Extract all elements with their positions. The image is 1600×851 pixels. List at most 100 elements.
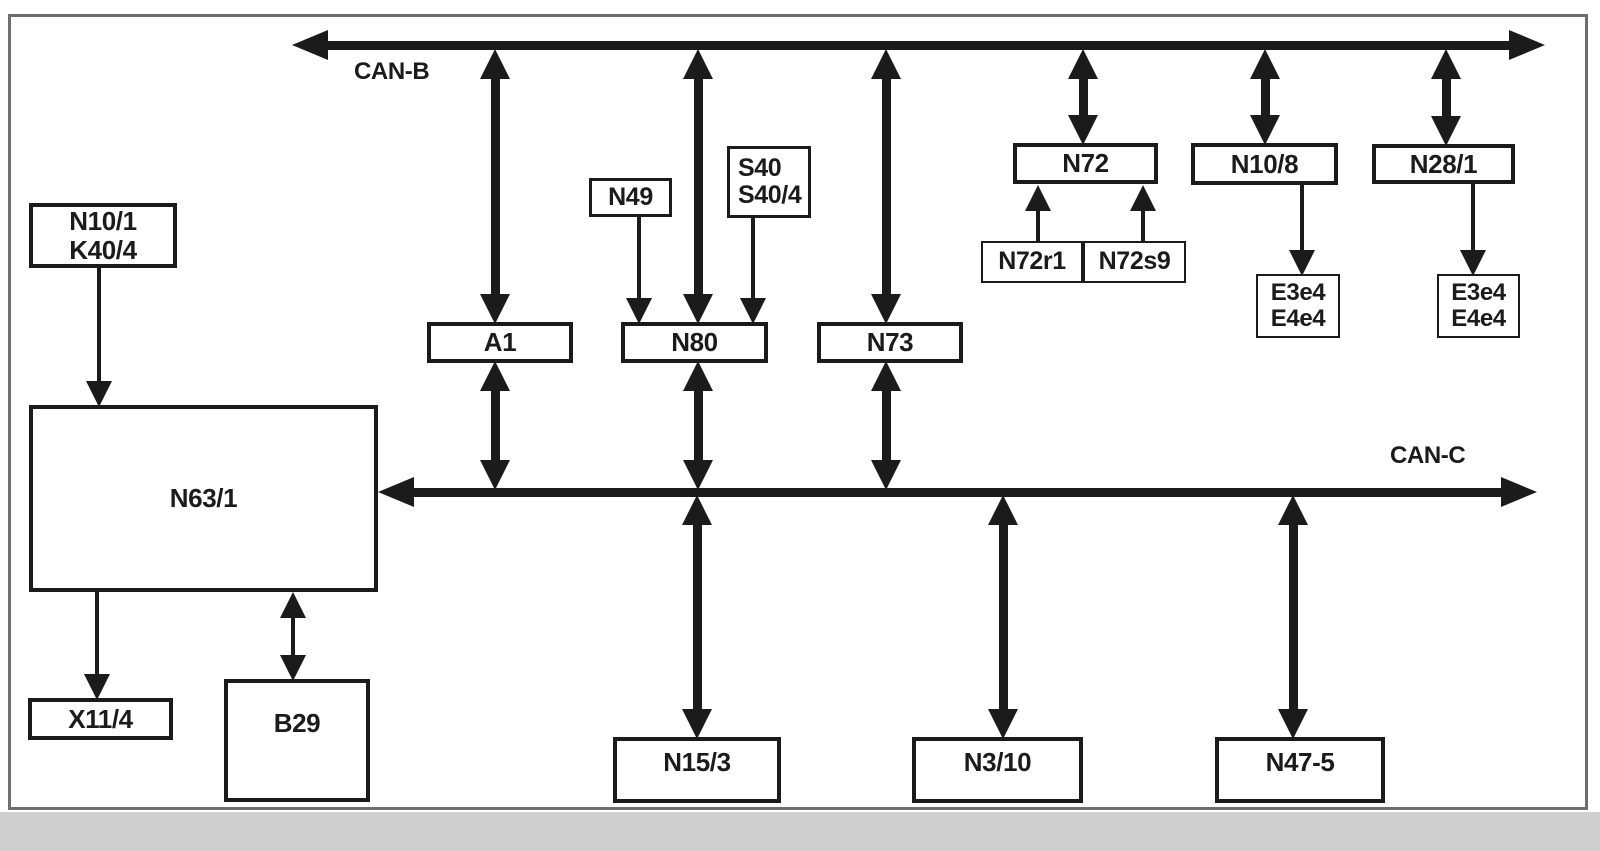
arrow-s40-to-n80-line — [751, 218, 755, 300]
node-label-a1-line0: A1 — [483, 327, 517, 358]
node-label-e3e4-e4e4-left-line0: E3e4 — [1270, 278, 1326, 306]
connector-canc-n3-10-head-down — [988, 709, 1018, 739]
connector-canb-a1-head-up — [480, 49, 510, 79]
node-n3-10: N3/10 — [912, 737, 1083, 803]
arrow-n63-1-b29-head-up — [280, 592, 306, 618]
arrow-n63-1-to-x11-4-line — [95, 592, 99, 676]
node-n72: N72 — [1013, 143, 1158, 184]
connector-canb-n80-head-down — [683, 294, 713, 324]
node-label-n72-line0: N72 — [1062, 148, 1109, 179]
connector-canc-n47-5-head-down — [1278, 709, 1308, 739]
node-b29: B29 — [224, 679, 370, 802]
node-a1: A1 — [427, 322, 573, 363]
node-label-s40-s40-4-line0: S40 — [738, 153, 782, 182]
connector-canb-n10-8-head-up — [1250, 49, 1280, 79]
arrow-n10-1-to-n63-1-line — [97, 268, 101, 383]
node-label-n72r1-line0: N72r1 — [998, 247, 1066, 276]
connector-canb-n72-bar — [1079, 76, 1088, 118]
node-label-x11-4-line0: X11/4 — [68, 703, 133, 734]
node-n72s9: N72s9 — [1083, 241, 1186, 283]
arrow-n10-1-to-n63-1-head-down — [86, 381, 112, 407]
node-x11-4: X11/4 — [28, 698, 173, 740]
bus-label-can-b: CAN-B — [354, 58, 430, 85]
connector-n73-canc-bar — [882, 388, 891, 463]
node-label-b29-line0: B29 — [273, 708, 321, 738]
node-label-n10-1-k40-4-line0: N10/1 — [69, 205, 137, 236]
connector-a1-canc-head-down — [480, 460, 510, 490]
node-label-n49-line0: N49 — [608, 182, 653, 211]
arrow-n72s9-to-n72-head-up — [1130, 185, 1156, 211]
node-label-n10-8-line0: N10/8 — [1230, 148, 1299, 179]
bus-line-can-c — [411, 488, 1504, 497]
bus-line-can-b — [325, 41, 1512, 50]
bus-arrow-right-can-c — [1501, 477, 1537, 507]
bus-arrow-right-can-b — [1509, 30, 1545, 60]
arrow-n63-1-b29-head-down — [280, 655, 306, 681]
connector-n80-canc-head-down — [683, 460, 713, 490]
arrow-n10-8-to-e3e4-line — [1300, 185, 1304, 252]
node-n28-1: N28/1 — [1372, 144, 1515, 184]
connector-canb-a1-bar — [491, 76, 500, 297]
connector-canc-n15-3-bar — [693, 522, 702, 712]
node-n10-8: N10/8 — [1191, 143, 1338, 185]
node-label-e3e4-e4e4-right-line0: E3e4 — [1451, 278, 1506, 306]
node-label-n15-3-line0: N15/3 — [663, 747, 731, 777]
node-n72r1: N72r1 — [981, 241, 1083, 283]
bus-label-can-c: CAN-C — [1390, 442, 1466, 469]
connector-canc-n3-10-head-up — [988, 495, 1018, 525]
connector-canc-n15-3-head-down — [682, 709, 712, 739]
connector-n73-canc-head-down — [871, 460, 901, 490]
node-label-e3e4-e4e4-right-line1: E4e4 — [1451, 305, 1506, 332]
node-n49: N49 — [589, 178, 672, 217]
arrow-s40-to-n80-head-down — [740, 298, 766, 324]
node-n73: N73 — [817, 322, 963, 363]
connector-a1-canc-head-up — [480, 361, 510, 391]
node-label-n10-1-k40-4-line1: K40/4 — [69, 234, 137, 265]
connector-a1-canc-bar — [491, 388, 500, 463]
connector-canb-n72-head-down — [1068, 115, 1098, 145]
arrow-n63-1-to-x11-4-head-down — [84, 674, 110, 700]
connector-canb-a1-head-down — [480, 294, 510, 324]
node-label-n3-10-line0: N3/10 — [963, 747, 1032, 777]
connector-canb-n28-1-bar — [1442, 76, 1451, 119]
node-label-s40-s40-4-line1: S40/4 — [738, 181, 802, 209]
connector-n73-canc-head-up — [871, 361, 901, 391]
node-label-n47-5-line0: N47-5 — [1265, 747, 1335, 777]
node-label-n63-1-line0: N63/1 — [169, 483, 238, 514]
node-label-n73-line0: N73 — [866, 327, 914, 358]
footer-strip — [0, 812, 1600, 851]
connector-canc-n3-10-bar — [999, 522, 1008, 712]
arrow-n63-1-b29-line — [291, 616, 295, 657]
connector-canb-n10-8-bar — [1261, 76, 1270, 118]
node-label-n28-1-line0: N28/1 — [1409, 148, 1478, 179]
connector-canb-n73-head-up — [871, 49, 901, 79]
connector-canb-n73-bar — [882, 76, 891, 297]
node-label-e3e4-e4e4-left-line1: E4e4 — [1270, 305, 1326, 332]
connector-canc-n47-5-bar — [1289, 522, 1298, 712]
arrow-n28-1-to-e3e4-line — [1471, 184, 1475, 252]
connector-n80-canc-head-up — [683, 361, 713, 391]
arrow-n28-1-to-e3e4-head-down — [1460, 250, 1486, 276]
connector-canb-n28-1-head-up — [1431, 49, 1461, 79]
connector-canb-n28-1-head-down — [1431, 116, 1461, 146]
node-n47-5: N47-5 — [1215, 737, 1385, 803]
arrow-n72r1-to-n72-head-up — [1025, 185, 1051, 211]
arrow-n72r1-to-n72-line — [1036, 209, 1040, 241]
connector-canb-n80-bar — [694, 76, 703, 297]
node-n15-3: N15/3 — [613, 737, 781, 803]
arrow-n72s9-to-n72-line — [1141, 209, 1145, 241]
arrow-n49-to-n80-head-down — [626, 298, 652, 324]
bus-arrow-left-can-b — [292, 30, 328, 60]
connector-canb-n73-head-down — [871, 294, 901, 324]
node-label-n80-line0: N80 — [671, 327, 718, 358]
connector-n80-canc-bar — [694, 388, 703, 463]
bus-arrow-left-can-c — [378, 477, 414, 507]
connector-canb-n80-head-up — [683, 49, 713, 79]
arrow-n10-8-to-e3e4-head-down — [1289, 250, 1315, 276]
connector-canc-n47-5-head-up — [1278, 495, 1308, 525]
connector-canb-n10-8-head-down — [1250, 115, 1280, 145]
